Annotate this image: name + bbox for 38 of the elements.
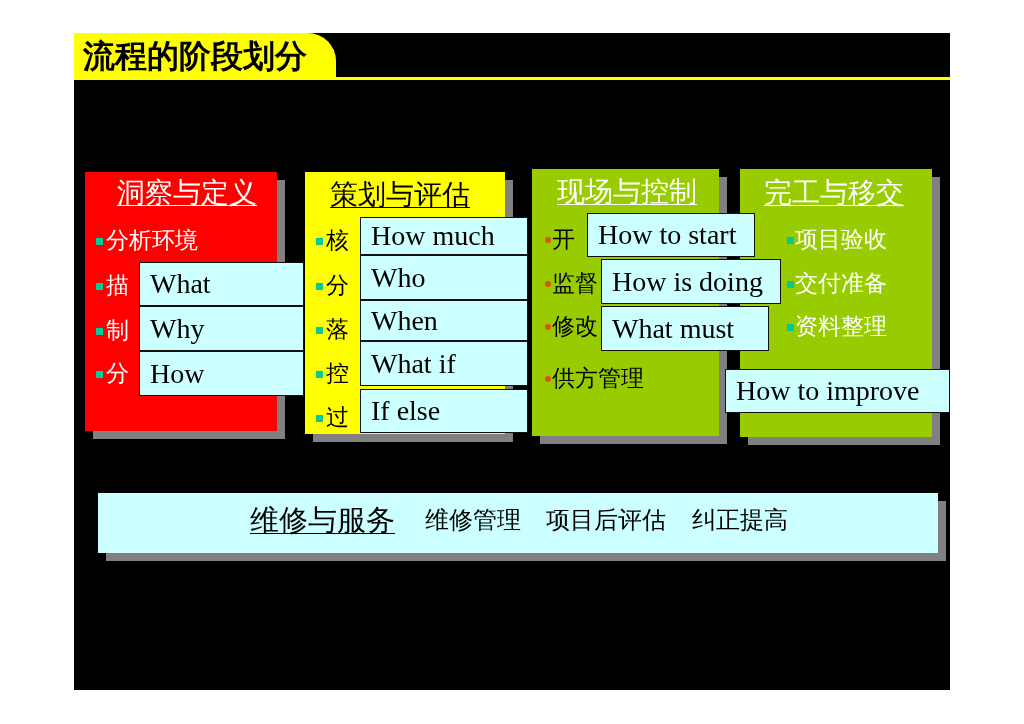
panel-heading: 现场与控制: [557, 175, 697, 209]
bullet-text: 供方管理: [552, 365, 644, 393]
question-tooltip: How to start: [587, 213, 755, 257]
question-tooltip: When: [360, 300, 528, 341]
bullet-text: 核: [326, 227, 349, 255]
panel-heading: 完工与移交: [764, 176, 904, 210]
question-tooltip: If else: [360, 389, 528, 433]
title-tab: 流程的阶段划分: [74, 33, 336, 78]
bullet-text: 交付准备: [795, 270, 887, 298]
bullet-text: 落: [326, 316, 349, 344]
bullet-text: 资料整理: [795, 313, 887, 341]
question-tooltip: Why: [139, 306, 304, 351]
question-tooltip: How much: [360, 217, 528, 255]
band-item: 维修管理: [425, 506, 521, 534]
band-item: 项目后评估: [546, 506, 666, 534]
panel-heading: 策划与评估: [330, 178, 470, 212]
question-tooltip: What if: [360, 341, 528, 386]
bullet-text: 描: [106, 272, 129, 300]
bullet-text: 分析环境: [106, 227, 198, 255]
bullet-text: 控: [326, 360, 349, 388]
question-tooltip: How: [139, 351, 304, 396]
bullet-text: 修改: [552, 313, 598, 341]
band-heading: 维修与服务: [250, 503, 395, 538]
stage-band: [98, 493, 938, 553]
panel-heading: 洞察与定义: [117, 176, 257, 210]
bullet-text: 项目验收: [795, 226, 887, 254]
question-tooltip: What: [139, 262, 304, 306]
question-tooltip: What must: [601, 306, 769, 351]
question-tooltip: How to improve: [725, 369, 950, 413]
bullet-text: 制: [106, 317, 129, 345]
band-item: 纠正提高: [692, 506, 788, 534]
question-tooltip: How is doing: [601, 259, 781, 304]
bullet-text: 分: [106, 360, 129, 388]
question-tooltip: Who: [360, 255, 528, 300]
bullet-text: 分: [326, 272, 349, 300]
bullet-text: 开: [552, 226, 575, 254]
bullet-text: 过: [326, 404, 349, 432]
bullet-text: 监督: [552, 270, 598, 298]
